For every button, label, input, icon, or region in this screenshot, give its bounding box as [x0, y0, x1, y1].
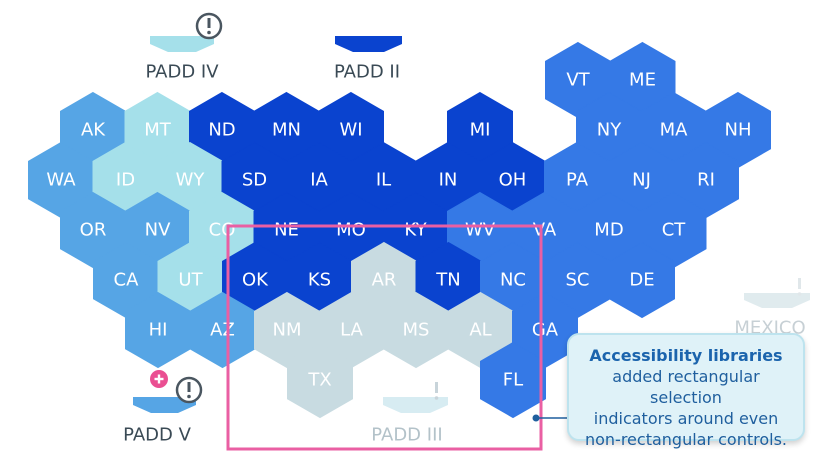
padd-iii-arrow-icon: [383, 397, 448, 413]
state-label-co: CO: [209, 220, 236, 241]
padd-iii-alert-icon: [434, 382, 439, 400]
state-label-ne: NE: [274, 220, 299, 241]
state-label-ok: OK: [242, 270, 269, 291]
state-label-mi: MI: [470, 120, 491, 141]
state-label-nd: ND: [208, 120, 235, 141]
state-label-il: IL: [376, 170, 391, 191]
state-label-ms: MS: [403, 320, 430, 341]
accessibility-callout: Accessibility libraries added rectangula…: [567, 333, 805, 449]
state-label-la: LA: [340, 320, 363, 341]
state-label-in: IN: [439, 170, 458, 191]
state-label-nm: NM: [273, 320, 302, 341]
state-label-nv: NV: [145, 220, 171, 241]
state-label-ar: AR: [372, 270, 397, 291]
state-label-nh: NH: [725, 120, 752, 141]
alert-circle-icon[interactable]: [195, 12, 223, 40]
padd-ii-arrow-icon: [335, 36, 402, 52]
state-hex-layer: VT ME AK MT ND MN WI MI NY MA NH WA ID WY SD IA IL IN OH PA…: [28, 41, 771, 419]
state-label-me: ME: [629, 70, 656, 91]
state-label-fl: FL: [503, 370, 523, 391]
state-hex-fl[interactable]: [480, 341, 546, 419]
state-label-pa: PA: [566, 170, 589, 191]
padd-v-arrow-icon: [133, 397, 196, 413]
state-label-ut: UT: [178, 270, 203, 291]
state-label-md: MD: [594, 220, 623, 241]
state-label-wv: WV: [465, 220, 496, 241]
state-label-mt: MT: [144, 120, 172, 141]
state-label-va: VA: [533, 220, 557, 241]
state-label-ks: KS: [308, 270, 331, 291]
selection-indicator-rect: [226, 224, 543, 451]
state-label-sc: SC: [566, 270, 590, 291]
state-label-ma: MA: [660, 120, 689, 141]
state-hex-tx[interactable]: [287, 341, 353, 419]
padd-ii-label: PADD II: [334, 62, 400, 83]
padd-iv-arrow-icon: [150, 36, 214, 52]
padd-v-label: PADD V: [123, 425, 191, 446]
padd-iii-label: PADD III: [371, 425, 442, 446]
state-label-tx: TX: [307, 370, 331, 391]
mexico-legend[interactable]: MEXICO: [734, 278, 810, 339]
padd-iii-legend[interactable]: PADD III: [371, 382, 448, 446]
callout-line-3: non-rectangular controls.: [584, 430, 788, 449]
alert-circle-icon[interactable]: [175, 376, 203, 404]
callout-line-2: indicators around even: [593, 409, 779, 428]
state-label-tn: TN: [435, 270, 460, 291]
callout-line-1: added rectangular selection: [612, 367, 760, 407]
state-label-wi: WI: [339, 120, 362, 141]
state-label-nj: NJ: [632, 170, 651, 191]
state-label-ny: NY: [597, 120, 622, 141]
state-hex-de[interactable]: [609, 241, 675, 319]
state-label-ak: AK: [81, 120, 106, 141]
state-label-wa: WA: [46, 170, 76, 191]
state-label-ca: CA: [114, 270, 140, 291]
state-label-ct: CT: [662, 220, 687, 241]
state-label-or: OR: [80, 220, 107, 241]
state-label-ri: RI: [697, 170, 715, 191]
state-label-de: DE: [629, 270, 654, 291]
padd-v-legend[interactable]: PADD V: [123, 370, 203, 446]
state-label-az: AZ: [210, 320, 235, 341]
callout-connector: [532, 414, 567, 422]
state-label-ga: GA: [532, 320, 559, 341]
state-label-nc: NC: [500, 270, 526, 291]
callout-title: Accessibility libraries: [589, 346, 783, 365]
state-label-ia: IA: [310, 170, 328, 191]
state-label-al: AL: [469, 320, 491, 341]
add-circle-icon[interactable]: [150, 370, 168, 388]
state-label-id: ID: [116, 170, 135, 191]
state-label-vt: VT: [566, 70, 590, 91]
state-label-mo: MO: [336, 220, 366, 241]
state-label-oh: OH: [499, 170, 527, 191]
state-label-mn: MN: [272, 120, 301, 141]
padd-ii-legend[interactable]: PADD II: [334, 36, 402, 83]
padd-iv-legend[interactable]: PADD IV: [145, 12, 223, 83]
state-label-ky: KY: [404, 220, 427, 241]
state-label-wy: WY: [176, 170, 206, 191]
mexico-arrow-icon: [744, 293, 810, 308]
mexico-alert-icon: [797, 278, 802, 296]
state-label-sd: SD: [242, 170, 267, 191]
state-label-hi: HI: [149, 320, 168, 341]
padd-iv-label: PADD IV: [145, 62, 219, 83]
